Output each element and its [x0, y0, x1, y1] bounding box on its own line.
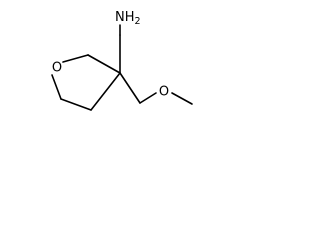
amine-label: NH2 — [115, 10, 141, 27]
bond-ring-ch2-to-ch2 — [60, 98, 92, 111]
bond-ring-o-to-ch2 — [62, 54, 89, 63]
ring-oxygen-label: O — [52, 61, 62, 76]
ether-oxygen-label: O — [159, 85, 169, 100]
bond-ring-ch2-to-o — [51, 74, 62, 100]
bond-ring-quaternary-to-ch2 — [90, 72, 121, 111]
bonds — [51, 24, 193, 111]
atom-labels: NH2 O O — [52, 10, 169, 100]
amine-hydrogen-symbol: H — [125, 10, 135, 25]
bond-ether-o-to-methyl — [171, 92, 193, 105]
amine-hydrogen-count: 2 — [135, 16, 141, 27]
bond-ring-ch2-to-quaternary — [87, 54, 121, 74]
bond-quaternary-to-ch2o — [119, 72, 141, 104]
amine-nitrogen-symbol: N — [115, 10, 125, 25]
molecule-structure: NH2 O O — [51, 10, 193, 111]
structure-canvas: NH2 O O — [0, 0, 210, 138]
bond-ch2-to-ether-o — [139, 92, 157, 104]
